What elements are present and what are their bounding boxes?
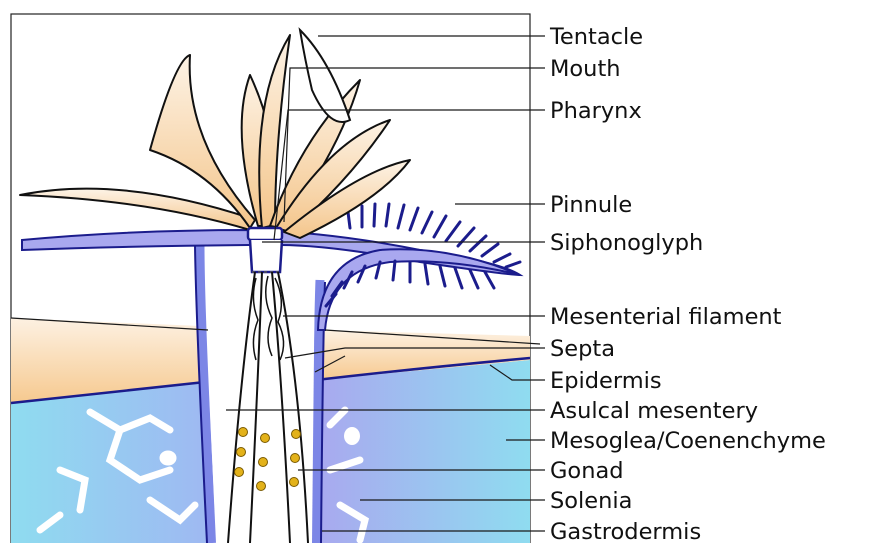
label-pinnule: Pinnule bbox=[550, 192, 632, 218]
gastrovascular-cavity bbox=[205, 255, 315, 543]
label-siphonoglyph: Siphonoglyph bbox=[550, 230, 703, 256]
solenia-pocket-left bbox=[160, 451, 176, 465]
label-epidermis: Epidermis bbox=[550, 368, 662, 394]
label-mouth: Mouth bbox=[550, 56, 621, 82]
coenenchyme-right bbox=[316, 360, 530, 543]
pharynx-tube bbox=[250, 240, 282, 272]
label-mesoglea: Mesoglea/Coenenchyme bbox=[550, 428, 826, 454]
label-tentacle: Tentacle bbox=[549, 24, 643, 50]
label-mesenterial-filament: Mesenterial filament bbox=[550, 304, 782, 330]
mouth-opening bbox=[248, 228, 282, 240]
label-solenia: Solenia bbox=[550, 488, 632, 514]
label-septa: Septa bbox=[550, 336, 615, 362]
label-group: Tentacle Mouth Pharynx Pinnule Siphonogl… bbox=[549, 24, 826, 543]
solenia-pocket-right bbox=[344, 427, 360, 445]
label-pharynx: Pharynx bbox=[550, 98, 642, 124]
label-asulcal-mesentery: Asulcal mesentery bbox=[550, 398, 758, 424]
label-gastrodermis: Gastrodermis bbox=[550, 519, 701, 543]
label-gonad: Gonad bbox=[550, 458, 624, 484]
